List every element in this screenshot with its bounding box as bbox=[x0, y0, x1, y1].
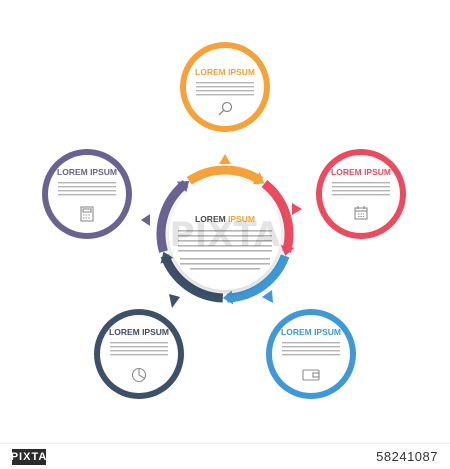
footer-logo: PIXTA bbox=[10, 448, 48, 465]
node-orange: LOREM IPSUM bbox=[180, 42, 270, 132]
calendar-icon bbox=[354, 206, 368, 220]
svg-text:LOREM IPSUM: LOREM IPSUM bbox=[195, 214, 255, 224]
arrow-to-red bbox=[292, 203, 302, 215]
node-red: LOREM IPSUM bbox=[316, 149, 406, 239]
ring-arrowhead-orange bbox=[252, 172, 265, 185]
arrow-to-blue bbox=[262, 290, 273, 303]
node-orange-title: LOREM IPSUM bbox=[195, 67, 255, 77]
calculator-icon bbox=[80, 206, 94, 222]
ring-segment-orange bbox=[186, 165, 264, 185]
center-title-part2: IPSUM bbox=[228, 214, 255, 224]
watermark: PIXTA bbox=[170, 215, 281, 255]
arrow-to-navy bbox=[169, 294, 180, 308]
node-purple-title: LOREM IPSUM bbox=[57, 167, 117, 177]
ring-arrowhead-red bbox=[280, 245, 295, 256]
center-circle: LOREM IPSUM bbox=[169, 178, 281, 290]
pie-chart-icon bbox=[131, 367, 147, 383]
node-navy-title: LOREM IPSUM bbox=[109, 327, 169, 337]
node-red-title: LOREM IPSUM bbox=[331, 167, 391, 177]
center-ring bbox=[156, 165, 295, 305]
node-red-text-lines bbox=[332, 182, 390, 196]
ring-arrowhead-navy bbox=[160, 251, 174, 264]
wallet-icon bbox=[302, 369, 320, 381]
node-purple: LOREM IPSUM bbox=[42, 149, 132, 239]
node-orange-text-lines bbox=[196, 82, 254, 96]
node-blue-title: LOREM IPSUM bbox=[281, 327, 341, 337]
image-id: 58241087 bbox=[376, 449, 438, 464]
node-blue: LOREM IPSUM bbox=[266, 309, 356, 399]
arrow-to-orange bbox=[219, 154, 231, 164]
center-text-lines bbox=[178, 230, 272, 270]
node-blue-text-lines bbox=[282, 342, 340, 356]
ring-segment-red bbox=[261, 180, 294, 253]
node-navy: LOREM IPSUM bbox=[94, 309, 184, 399]
ring-arrowhead-purple bbox=[176, 181, 190, 193]
footer-logo-text: PIXTA bbox=[10, 448, 48, 465]
ring-arrowhead-blue bbox=[222, 290, 234, 305]
magnifier-icon bbox=[218, 101, 233, 116]
pointer-arrows bbox=[141, 154, 302, 308]
ring-segment-purple bbox=[156, 180, 189, 253]
footer-bar: PIXTA 58241087 bbox=[0, 443, 450, 469]
node-purple-text-lines bbox=[58, 182, 116, 196]
node-navy-text-lines bbox=[110, 342, 168, 356]
center-title-part1: LOREM bbox=[195, 214, 228, 224]
arrow-to-purple bbox=[141, 214, 150, 226]
ring-segment-blue bbox=[226, 254, 290, 303]
ring-segment-navy bbox=[160, 254, 224, 303]
